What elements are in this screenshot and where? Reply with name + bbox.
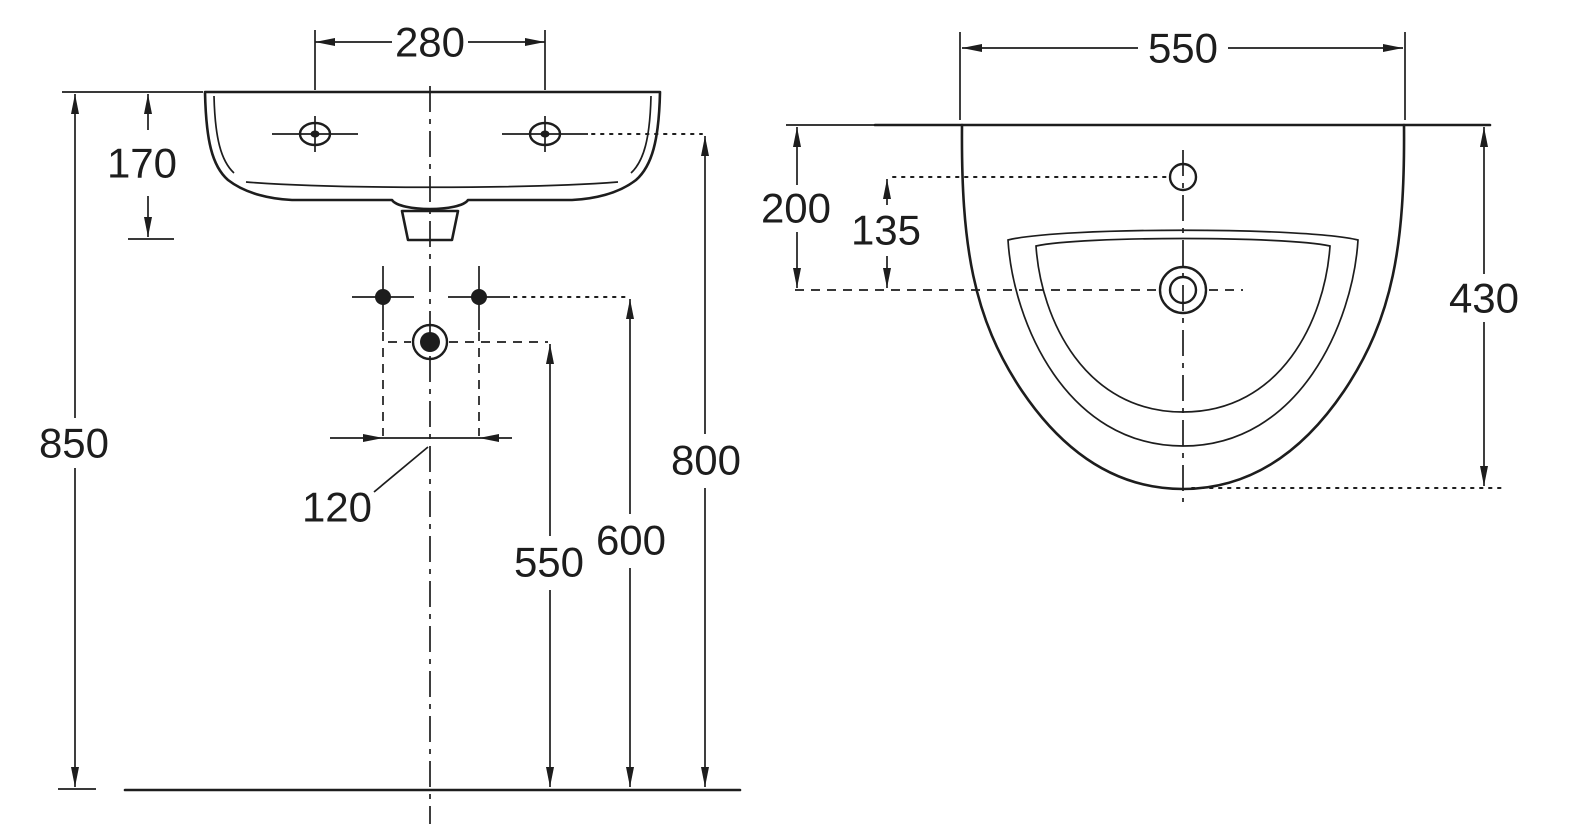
- rim-inner-curve-right: [630, 95, 652, 174]
- mounting-hole-left: [272, 116, 358, 152]
- supply-connection-left: [352, 266, 414, 330]
- dim-hole-spacing: 280: [314, 19, 546, 90]
- dim-supply-height-label: 600: [596, 517, 666, 564]
- dim-hole-spacing-label: 280: [395, 19, 465, 66]
- dim-supply-spacing-label: 120: [302, 484, 372, 531]
- dim-drain-outlet-height: 550: [514, 344, 584, 787]
- dim-tap-to-drain-label: 135: [851, 207, 921, 254]
- dim-drain-outlet-height-label: 550: [514, 539, 584, 586]
- dim-wall-to-drain: 200: [761, 124, 875, 288]
- dim-supply-spacing: 120: [302, 332, 512, 531]
- rim-inner-curve-left: [213, 95, 235, 174]
- top-view: 550 200 135 430: [761, 25, 1519, 502]
- apron-line: [245, 181, 619, 189]
- drain-outlet-front: [388, 323, 548, 361]
- dim-overall-depth-label: 430: [1449, 275, 1519, 322]
- mounting-hole-right: [502, 116, 588, 152]
- front-view: 280 170 850 120: [39, 19, 742, 824]
- dim-overall-width: 550: [959, 25, 1406, 120]
- dim-hole-height: 800: [671, 136, 741, 787]
- dim-basin-height-label: 170: [107, 140, 177, 187]
- drain-tailpiece: [400, 209, 460, 242]
- dim-supply-height: 600: [596, 299, 666, 787]
- supply-connection-right: [448, 266, 510, 330]
- dim-overall-width-label: 550: [1148, 25, 1218, 72]
- dim-basin-height: 170: [62, 91, 203, 240]
- bowl-inner: [1035, 237, 1331, 413]
- dim-overall-depth: 430: [1191, 127, 1519, 489]
- basin-front-outline: [203, 90, 662, 242]
- dim-hole-height-label: 800: [671, 437, 741, 484]
- leader-line: [373, 446, 429, 493]
- drain-top: [795, 265, 1243, 315]
- dim-wall-to-drain-label: 200: [761, 185, 831, 232]
- dim-tap-to-drain: 135: [851, 179, 921, 288]
- dim-rim-to-floor: 850: [39, 94, 109, 790]
- dim-rim-to-floor-label: 850: [39, 420, 109, 467]
